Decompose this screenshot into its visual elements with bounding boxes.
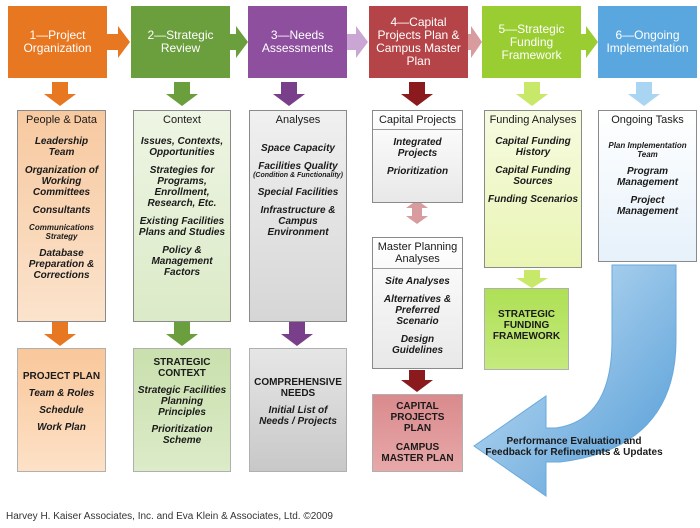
arrow-down-5a — [516, 82, 548, 106]
master-planning-title: Master Planning Analyses — [373, 238, 462, 269]
ongoing-tasks-box: Ongoing Tasks Plan Implementation Team P… — [598, 110, 697, 262]
context-item-3: Existing Facilities Plans and Studies — [138, 216, 226, 238]
people-data-item-1: Leadership Team — [34, 136, 89, 158]
arrow-down-2a — [166, 82, 198, 106]
step-6-header-text: 6—Ongoing Implementation — [606, 28, 689, 55]
arrow-2-to-3 — [230, 26, 248, 58]
arrow-down-3a — [273, 82, 305, 106]
step-1-header: 1—Project Organization — [8, 6, 107, 78]
comprehensive-needs-item-1: Initial List of Needs / Projects — [259, 405, 337, 427]
arrow-down-6a — [628, 82, 660, 106]
campus-master-plan-title: CAMPUS MASTER PLAN — [381, 442, 454, 464]
capital-projects-item-2: Prioritization — [386, 166, 449, 177]
context-item-2: Strategies for Programs, Enrollment, Res… — [147, 165, 217, 209]
people-data-item-2: Organization of Working Committees — [24, 165, 99, 198]
step-2-header-text: 2—Strategic Review — [147, 28, 214, 55]
master-planning-item-1: Site Analyses — [385, 276, 450, 287]
ongoing-tasks-item-3: Project Management — [616, 195, 679, 217]
comprehensive-needs-title: COMPREHENSIVE NEEDS — [254, 377, 342, 399]
arrow-double-4 — [406, 208, 428, 224]
strategic-funding-title: STRATEGIC FUNDING FRAMEWORK — [492, 309, 561, 342]
context-title: Context — [163, 114, 201, 126]
strategic-context-box: STRATEGIC CONTEXT Strategic Facilities P… — [133, 348, 231, 472]
project-plan-item-2: Schedule — [39, 405, 84, 416]
arrow-down-2b — [166, 322, 198, 346]
analyses-item-3: Special Facilities — [257, 187, 339, 198]
project-plan-box: PROJECT PLAN Team & Roles Schedule Work … — [17, 348, 106, 472]
funding-analyses-item-1: Capital Funding History — [495, 136, 571, 158]
analyses-item-2-note: (Condition & Functionality) — [253, 172, 343, 179]
context-box: Context Issues, Contexts, Opportunities … — [133, 110, 231, 322]
funding-analyses-item-2: Capital Funding Sources — [495, 165, 571, 187]
strategic-funding-box: STRATEGIC FUNDING FRAMEWORK — [484, 288, 569, 370]
analyses-title: Analyses — [275, 114, 321, 126]
master-planning-box: Master Planning Analyses Site Analyses A… — [372, 237, 463, 369]
project-plan-item-3: Work Plan — [37, 422, 86, 433]
arrow-3-to-4 — [347, 26, 368, 58]
capital-projects-item-1: Integrated Projects — [393, 137, 442, 159]
footer-credit: Harvey H. Kaiser Associates, Inc. and Ev… — [6, 511, 333, 522]
analyses-item-4: Infrastructure & Campus Environment — [260, 205, 336, 238]
arrow-down-4b — [401, 370, 433, 392]
analyses-box: Analyses Space Capacity Facilities Quali… — [249, 110, 347, 322]
arrow-down-1a — [44, 82, 76, 106]
comprehensive-needs-box: COMPREHENSIVE NEEDS Initial List of Need… — [249, 348, 347, 472]
arrow-down-5b — [516, 270, 548, 288]
analyses-item-1: Space Capacity — [261, 143, 335, 154]
people-data-item-3: Consultants — [32, 205, 91, 216]
ongoing-tasks-title: Ongoing Tasks — [611, 114, 684, 126]
analyses-item-2: Facilities Quality (Condition & Function… — [253, 161, 343, 180]
capital-plan-box: CAPITAL PROJECTS PLAN CAMPUS MASTER PLAN — [372, 394, 463, 472]
arrow-down-3b — [281, 322, 313, 346]
people-data-box: People & Data Leadership Team Organizati… — [17, 110, 106, 322]
strategic-context-item-2: Prioritization Scheme — [151, 424, 213, 446]
capital-plan-title: CAPITAL PROJECTS PLAN — [390, 401, 445, 434]
step-5-header-text: 5—Strategic Funding Framework — [498, 21, 565, 62]
context-item-1: Issues, Contexts, Opportunities — [140, 136, 224, 158]
people-data-item-4: Communications Strategy — [29, 223, 94, 241]
project-plan-item-1: Team & Roles — [28, 388, 95, 399]
feedback-arrow — [473, 264, 677, 497]
ongoing-tasks-item-1: Plan Implementation Team — [608, 141, 687, 159]
arrow-4-to-5 — [468, 26, 482, 58]
funding-analyses-box: Funding Analyses Capital Funding History… — [484, 110, 582, 268]
feedback-label: Performance Evaluation and Feedback for … — [485, 436, 663, 458]
step-3-header-text: 3—Needs Assessments — [261, 28, 334, 55]
funding-analyses-item-3: Funding Scenarios — [488, 194, 579, 205]
people-data-item-5: Database Preparation & Corrections — [28, 248, 95, 281]
step-5-header: 5—Strategic Funding Framework — [482, 6, 581, 78]
arrow-1-to-2 — [107, 26, 130, 58]
arrow-down-4a — [401, 82, 433, 106]
master-planning-item-3: Design Guidelines — [391, 334, 444, 356]
context-item-4: Policy & Management Factors — [151, 245, 213, 278]
step-4-header-text: 4—Capital Projects Plan & Campus Master … — [376, 15, 461, 68]
strategic-context-item-1: Strategic Facilities Planning Principles — [137, 385, 227, 418]
arrow-down-1b — [44, 322, 76, 346]
step-3-header: 3—Needs Assessments — [248, 6, 347, 78]
capital-projects-title: Capital Projects — [373, 111, 462, 130]
funding-analyses-title: Funding Analyses — [489, 114, 577, 126]
analyses-item-2-label: Facilities Quality — [258, 161, 338, 172]
arrow-double-4-up — [406, 200, 428, 208]
master-planning-item-2: Alternatives & Preferred Scenario — [383, 294, 452, 327]
project-plan-title: PROJECT PLAN — [22, 371, 101, 382]
step-6-header: 6—Ongoing Implementation — [598, 6, 697, 78]
people-data-title: People & Data — [26, 114, 97, 126]
capital-projects-box: Capital Projects Integrated Projects Pri… — [372, 110, 463, 203]
step-1-header-text: 1—Project Organization — [23, 28, 92, 55]
strategic-context-title: STRATEGIC CONTEXT — [153, 357, 211, 379]
ongoing-tasks-item-2: Program Management — [616, 166, 679, 188]
arrow-5-to-6 — [581, 26, 598, 58]
step-2-header: 2—Strategic Review — [131, 6, 230, 78]
step-4-header: 4—Capital Projects Plan & Campus Master … — [369, 6, 468, 78]
